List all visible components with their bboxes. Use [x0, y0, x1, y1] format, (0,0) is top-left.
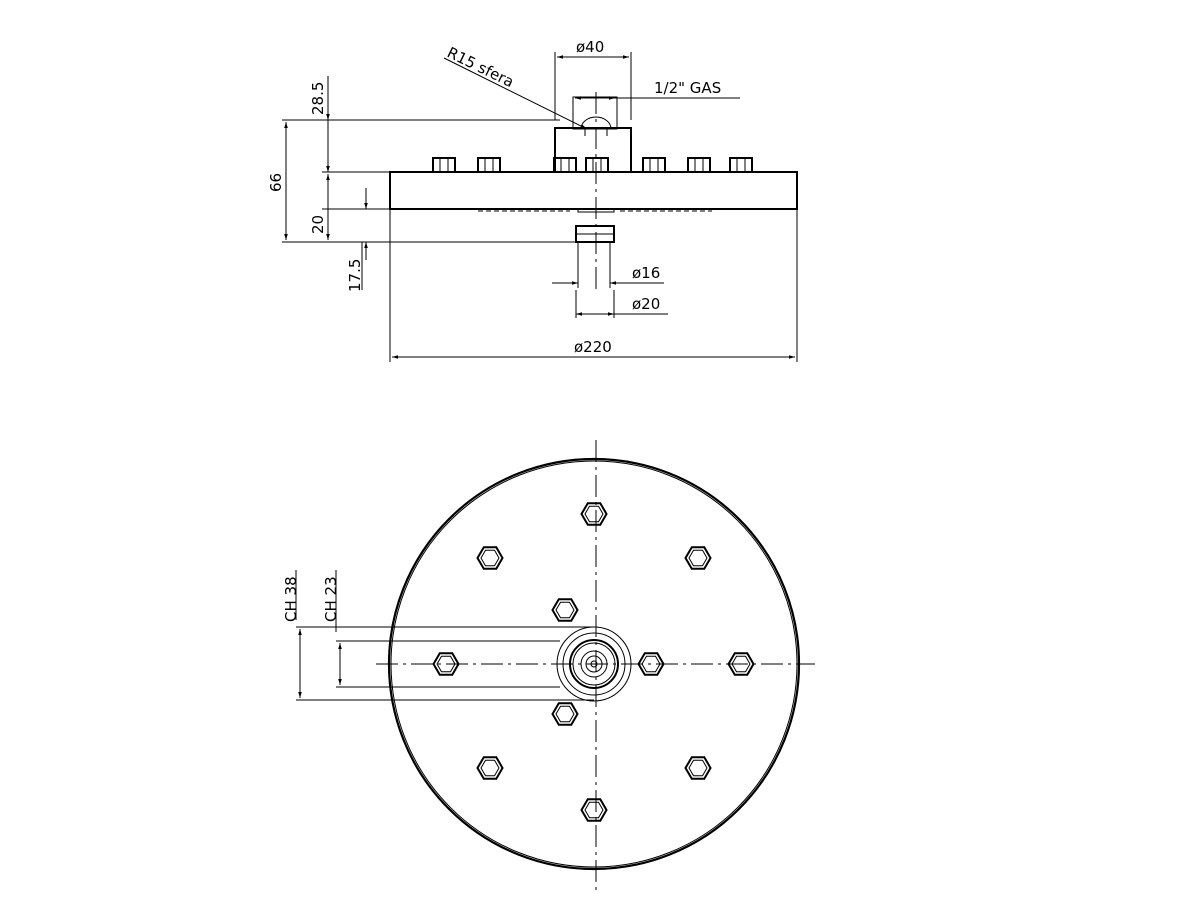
top-nut — [432, 157, 456, 173]
underside-nozzles — [478, 208, 712, 213]
dim-label-66: 66 — [267, 173, 285, 192]
top-nuts — [432, 157, 753, 173]
nozzle-hex — [727, 652, 755, 676]
nozzle-hex — [476, 756, 504, 780]
nozzle-hex — [432, 652, 460, 676]
side-view: 28.5 66 20 17.5 ø40 1/2" GAS R15 sfera ø… — [267, 38, 798, 362]
dim-label-20: 20 — [309, 215, 327, 234]
top-nut — [642, 157, 666, 173]
nozzle-hex — [684, 756, 712, 780]
dim-label-thread: 1/2" GAS — [654, 79, 721, 97]
nozzle-hex — [580, 798, 608, 822]
nozzle-hex — [684, 546, 712, 570]
dim-label-dia-20: ø20 — [632, 295, 660, 313]
top-view: CH 38 CH 23 — [282, 440, 815, 890]
nozzle-hex — [551, 598, 579, 622]
dim-label-radius: R15 sfera — [444, 43, 517, 91]
dim-label-dia-40: ø40 — [576, 38, 604, 56]
dim-label-ch38: CH 38 — [282, 576, 300, 622]
nozzle-hex — [551, 702, 579, 726]
dim-label-ch23: CH 23 — [322, 576, 340, 622]
dim-label-dia-16: ø16 — [632, 264, 660, 282]
top-nut — [729, 157, 753, 173]
nozzle-hex — [580, 502, 608, 526]
nozzle-hexes — [432, 502, 755, 822]
dim-label-dia-220: ø220 — [574, 338, 612, 356]
top-nut — [477, 157, 501, 173]
top-nut — [585, 157, 609, 173]
top-nut — [553, 157, 577, 173]
shower-plate — [389, 171, 798, 210]
nozzle-hex — [476, 546, 504, 570]
dim-line-radius — [443, 57, 588, 130]
dim-label-28-5: 28.5 — [309, 82, 327, 115]
top-nut — [687, 157, 711, 173]
dim-label-17-5: 17.5 — [346, 259, 364, 292]
central-fitting — [556, 626, 632, 702]
nozzle-hex — [637, 652, 665, 676]
